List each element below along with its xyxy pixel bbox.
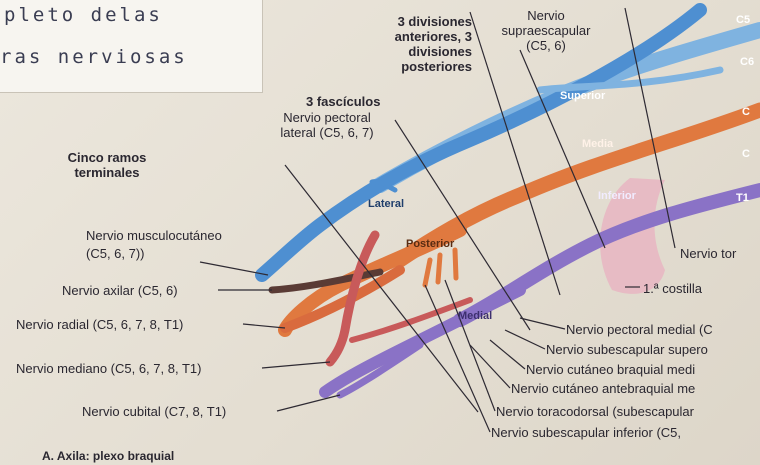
label-musculocutaneo-roots: (C5, 6, 7)) (86, 246, 145, 261)
heading-divisions: 3 divisiones anteriores, 3 divisiones po… (372, 14, 472, 74)
label-toracodorsal: Nervio toracodorsal (subescapular (496, 404, 694, 419)
label-mediano: Nervio mediano (C5, 6, 7, 8, T1) (16, 361, 201, 376)
label-cutaneo-braquial: Nervio cutáneo braquial medi (526, 362, 695, 377)
label-radial: Nervio radial (C5, 6, 7, 8, T1) (16, 317, 183, 332)
label-costilla: 1.ª costilla (643, 281, 702, 296)
label-subescapular-inf: Nervio subescapular inferior (C5, (491, 425, 681, 440)
tag-c8: C (742, 148, 750, 160)
label-axilar: Nervio axilar (C5, 6) (62, 283, 178, 298)
leader-pectoral-medial (520, 318, 565, 329)
heading-fascicles: 3 fascículos (306, 94, 380, 109)
tag-t1: T1 (736, 192, 749, 204)
tag-medial: Medial (458, 310, 492, 322)
leader-fascicles (395, 120, 530, 330)
subescapular-branches (425, 250, 456, 285)
leader-musculocutaneo (200, 262, 268, 275)
label-musculocutaneo: Nervio musculocutáneo (86, 228, 222, 243)
leader-divisions (470, 12, 560, 295)
label-supraescapular: Nervio supraescapular (C5, 6) (490, 8, 602, 53)
leader-cubital (277, 395, 340, 411)
leader-radial (243, 324, 285, 328)
label-torac: Nervio tor (680, 246, 736, 261)
handwritten-line-1: pleto delas (4, 4, 163, 26)
tag-inferior: Inferior (598, 190, 636, 202)
label-pectoral-medial: Nervio pectoral medial (C (566, 322, 713, 337)
label-subescapular-sup: Nervio subescapular supero (546, 342, 708, 357)
figure-caption: A. Axila: plexo braquial (42, 449, 174, 463)
handwritten-line-2: ras nerviosas (0, 46, 188, 68)
leader-cut-braq (490, 340, 525, 369)
tag-c6: C6 (740, 56, 754, 68)
leader-mediano (262, 362, 330, 368)
label-pectoral-lateral: Nervio pectoral lateral (C5, 6, 7) (272, 110, 382, 140)
tag-media: Media (582, 138, 613, 150)
leader-subesc-sup (505, 330, 545, 349)
tag-c5: C5 (736, 14, 750, 26)
tag-c7: C (742, 106, 750, 118)
label-cutaneo-antebraquial: Nervio cutáneo antebraquial me (511, 381, 695, 396)
tag-lateral: Lateral (368, 198, 404, 210)
label-cubital: Nervio cubital (C7, 8, T1) (82, 404, 226, 419)
tag-posterior: Posterior (406, 238, 454, 250)
handwritten-note: pleto delas ras nerviosas (0, 0, 263, 93)
tag-superior: Superior (560, 90, 605, 102)
heading-terminals: Cinco ramos terminales (62, 150, 152, 180)
